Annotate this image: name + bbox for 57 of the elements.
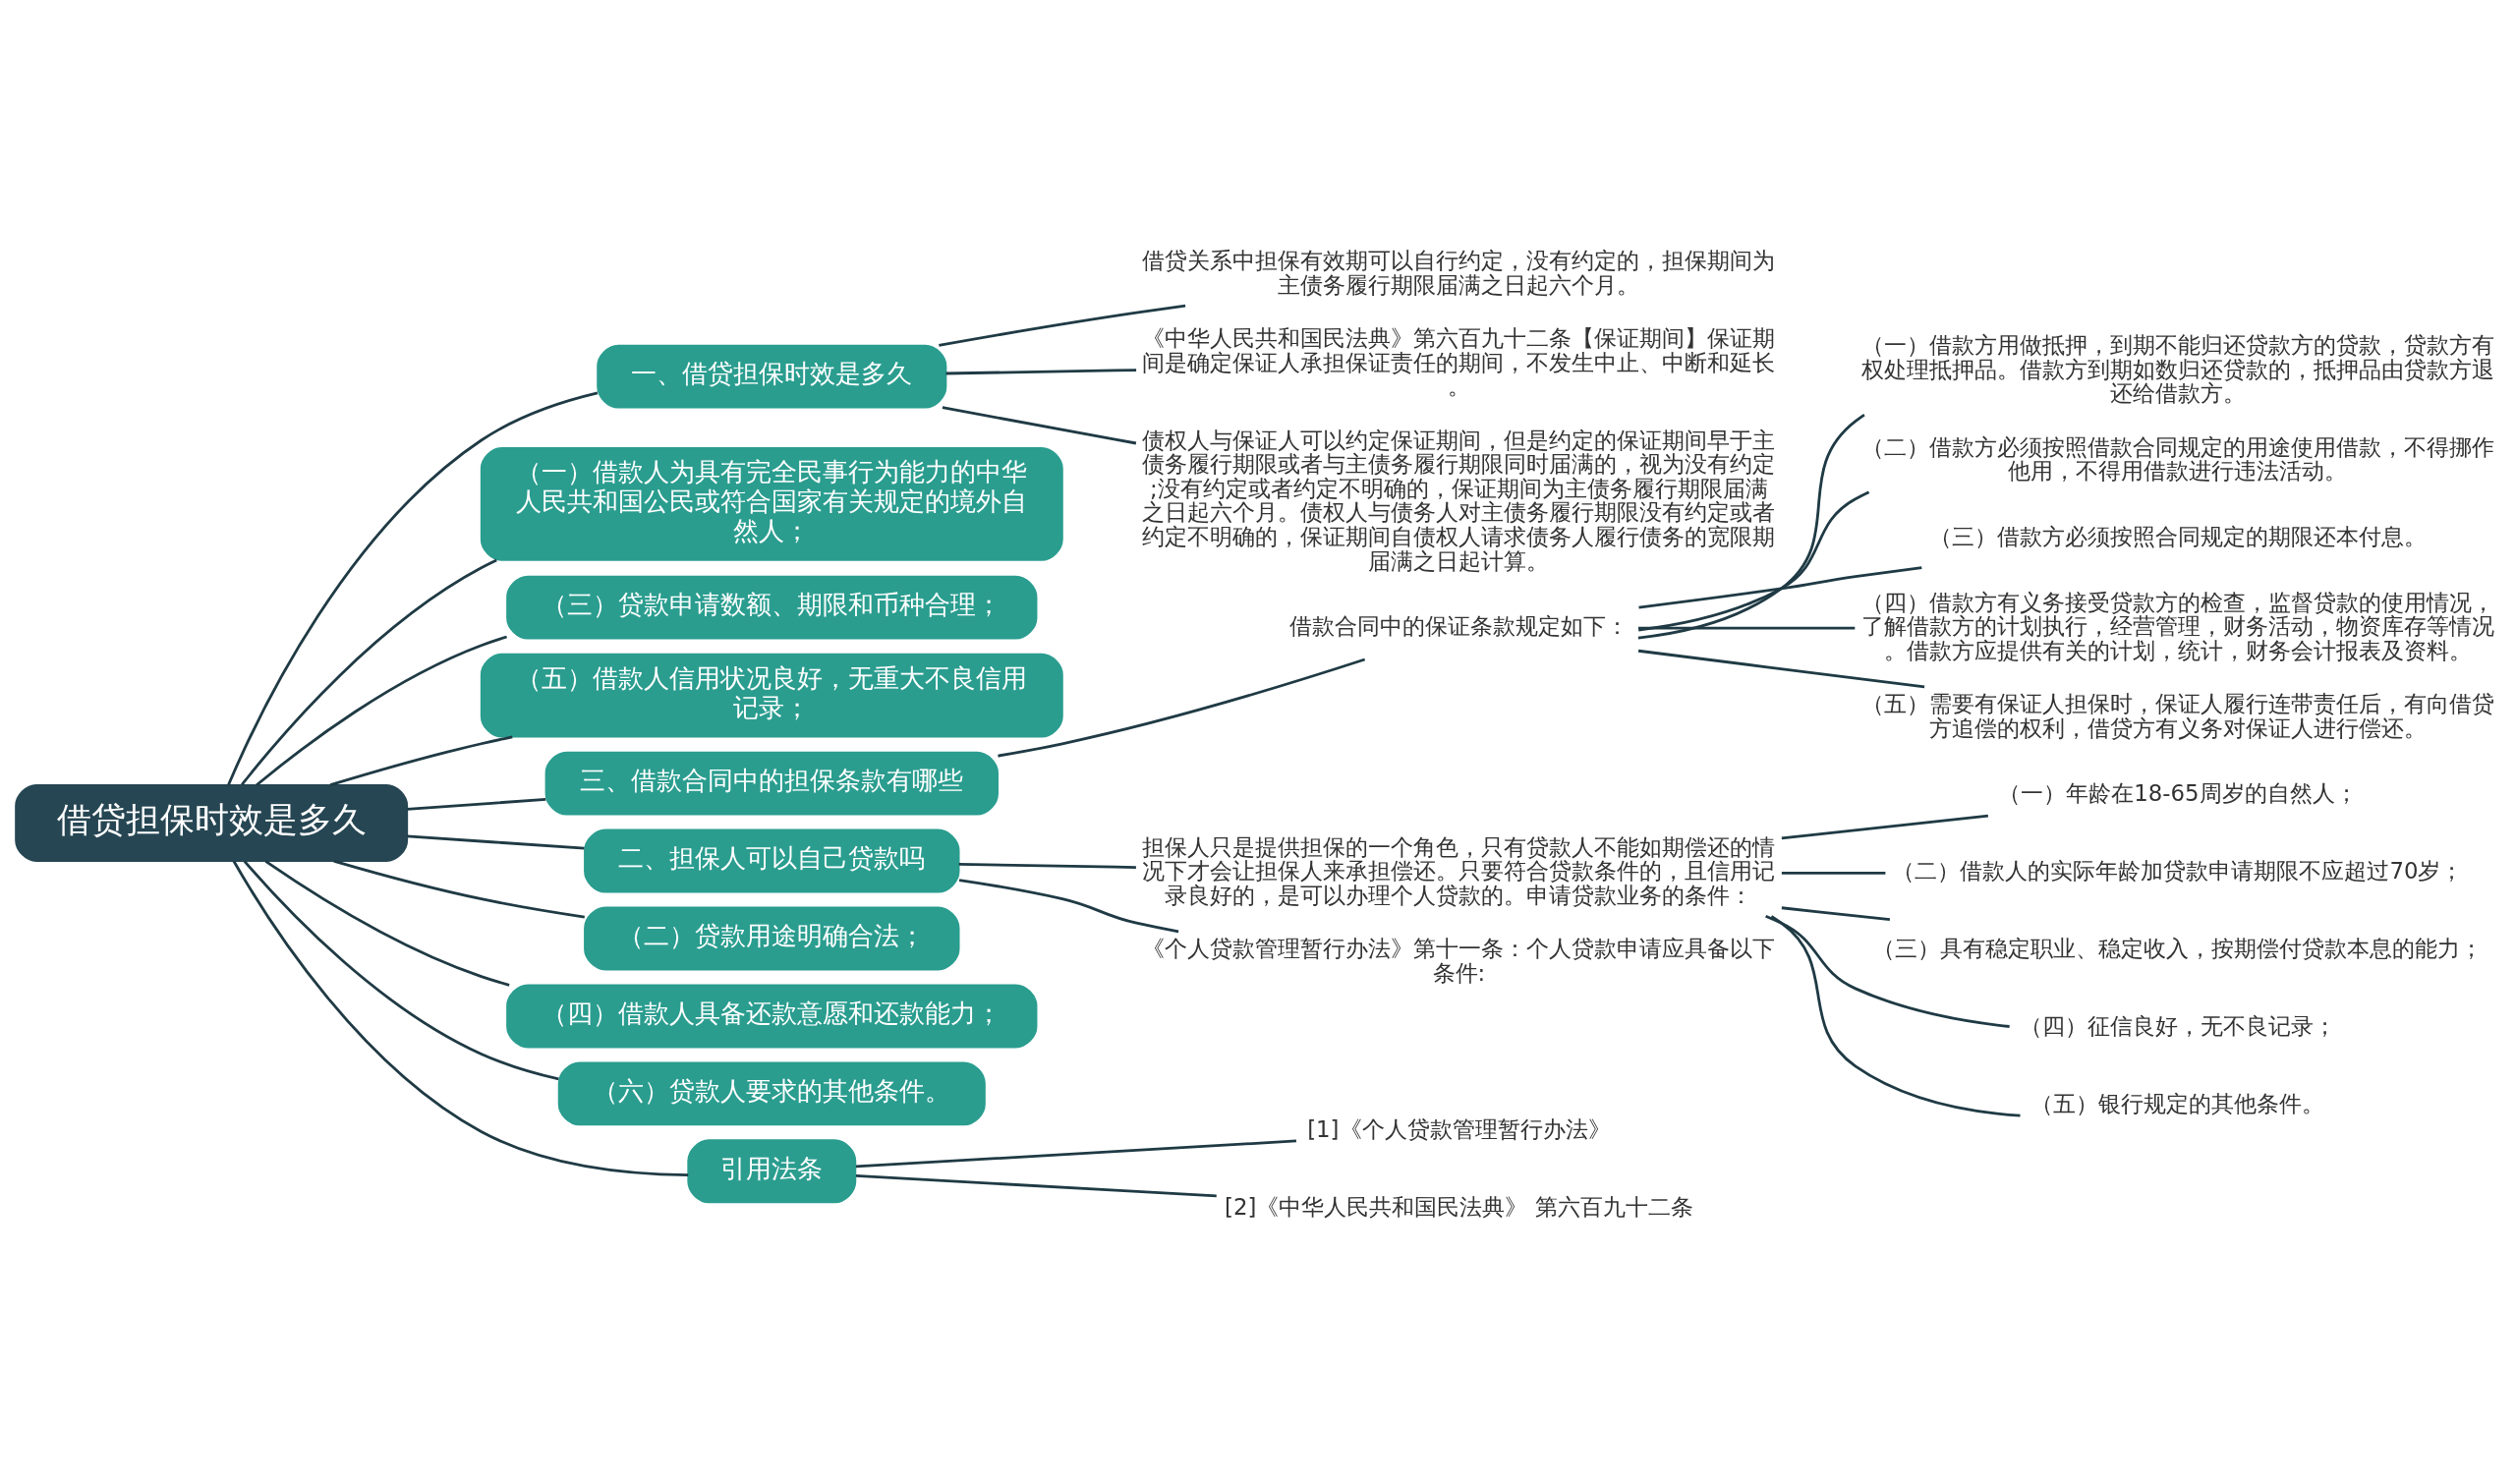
connector	[1638, 566, 1922, 609]
connector	[333, 859, 585, 919]
node-box: （三）贷款申请数额、期限和币种合理；	[506, 575, 1038, 640]
connector	[855, 1139, 1297, 1169]
node-box: 借贷担保时效是多久	[15, 784, 409, 862]
node-text: （二）借款人的实际年龄加贷款申请期限不应超过70岁；	[1892, 858, 2464, 885]
connector	[945, 369, 1137, 375]
node-text: （一）借款方用做抵押，到期不能归还贷款方的贷款，贷款方有权处理抵押品。借款方到期如数归还贷款的，抵押品由贷款方退还给借款方。	[1860, 332, 2494, 407]
node-box: 三、借款合同中的担保条款有哪些	[544, 751, 999, 816]
connector	[1781, 814, 1988, 840]
node-text: （二）借款方必须按照借款合同规定的用途使用借款，不得挪作他用，不得用借款进行违法活动。	[1860, 433, 2494, 485]
connector	[1765, 914, 2010, 1028]
node-text: 债权人与保证人可以约定保证期间，但是约定的保证期间早于主债务履行期限或者与主债务履行期限同时届满的，视为没有约定;没有约定或者约定不明确的，保证期间为主债务履行期限届满之日起六个月。债权人与债务人对主债务履行期限没有约定或者约定不明确的，保证期间自债权人请求债务人履行债务的宽限期届满之日起计算。	[1142, 427, 1776, 574]
connector	[1770, 915, 2021, 1117]
connector	[329, 735, 513, 787]
connector	[1638, 626, 1856, 630]
node-box: （六）贷款人要求的其他条件。	[557, 1061, 986, 1126]
connector	[958, 879, 1179, 934]
node-box: （一）借款人为具有完全民事行为能力的中华人民共和国公民或符合国家有关规定的境外自然人；	[480, 447, 1063, 561]
connector	[407, 834, 585, 850]
node-text: 借贷关系中担保有效期可以自行约定，没有约定的，担保期间为主债务履行期限届满之日起六个月。	[1142, 248, 1776, 298]
node-text: 《中华人民共和国民法典》第六百九十二条【保证期间】保证期间是确定保证人承担保证责任的期间，不发生中止、中断和延长。	[1142, 325, 1776, 400]
node-text: 《个人贷款管理暂行办法》第十一条：个人贷款申请应具备以下条件:	[1142, 936, 1776, 986]
connector	[942, 406, 1137, 445]
connector	[227, 391, 599, 786]
connector	[1781, 906, 1891, 922]
connector	[264, 860, 510, 987]
connector	[407, 797, 546, 811]
node-text: [2]《中华人民共和国民法典》 第六百九十二条	[1225, 1194, 1693, 1221]
node-box: （二）贷款用途明确合法；	[584, 906, 960, 971]
node-text: 借款合同中的保证条款规定如下：	[1288, 613, 1629, 640]
node-text: （五）需要有保证人担保时，保证人履行连带责任后，有向借贷方追偿的权利，借贷方有义务对保证人进行偿还。	[1860, 691, 2494, 741]
node-text: （四）借款方有义务接受贷款方的检查，监督贷款的使用情况，了解借款方的计划执行，经营管理，财务活动，物资库存等情况。借款方应提供有关的计划，统计，财务会计报表及资料。	[1860, 589, 2494, 663]
node-text: （一）年龄在18-65周岁的自然人；	[1998, 780, 2358, 807]
connector	[1637, 414, 1865, 640]
connector	[1781, 871, 1886, 875]
node-box: 一、借贷担保时效是多久	[597, 344, 947, 409]
node-text: 担保人只是提供担保的一个角色，只有贷款人不能如期偿还的情况下才会让担保人来承担偿还。只要符合贷款条件的，且信用记录良好的，是可以办理个人贷款的。申请贷款业务的条件：	[1142, 833, 1776, 908]
node-text: （三）借款方必须按照合同规定的期限还本付息。	[1928, 523, 2427, 549]
connector	[998, 657, 1366, 758]
connector	[232, 860, 689, 1177]
node-box: （四）借款人具备还款意愿和还款能力；	[506, 984, 1038, 1049]
connector	[1637, 649, 1925, 689]
connector	[855, 1174, 1217, 1198]
connector	[241, 558, 497, 786]
node-box: 引用法条	[687, 1139, 857, 1204]
connector	[1638, 490, 1870, 632]
connector	[958, 862, 1136, 869]
node-box: 二、担保人可以自己贷款吗	[584, 828, 960, 893]
connector	[939, 304, 1186, 347]
node-text: （五）银行规定的其他条件。	[2030, 1091, 2325, 1117]
connector	[256, 635, 507, 786]
connector	[243, 860, 559, 1081]
node-text: [1]《个人贷款管理暂行办法》	[1307, 1116, 1611, 1143]
node-text: （三）具有稳定职业、稳定收入，按期偿付贷款本息的能力；	[1872, 936, 2484, 962]
node-text: （四）征信良好，无不良记录；	[2019, 1013, 2336, 1040]
node-box: （五）借款人信用状况良好，无重大不良信用记录；	[480, 653, 1063, 738]
